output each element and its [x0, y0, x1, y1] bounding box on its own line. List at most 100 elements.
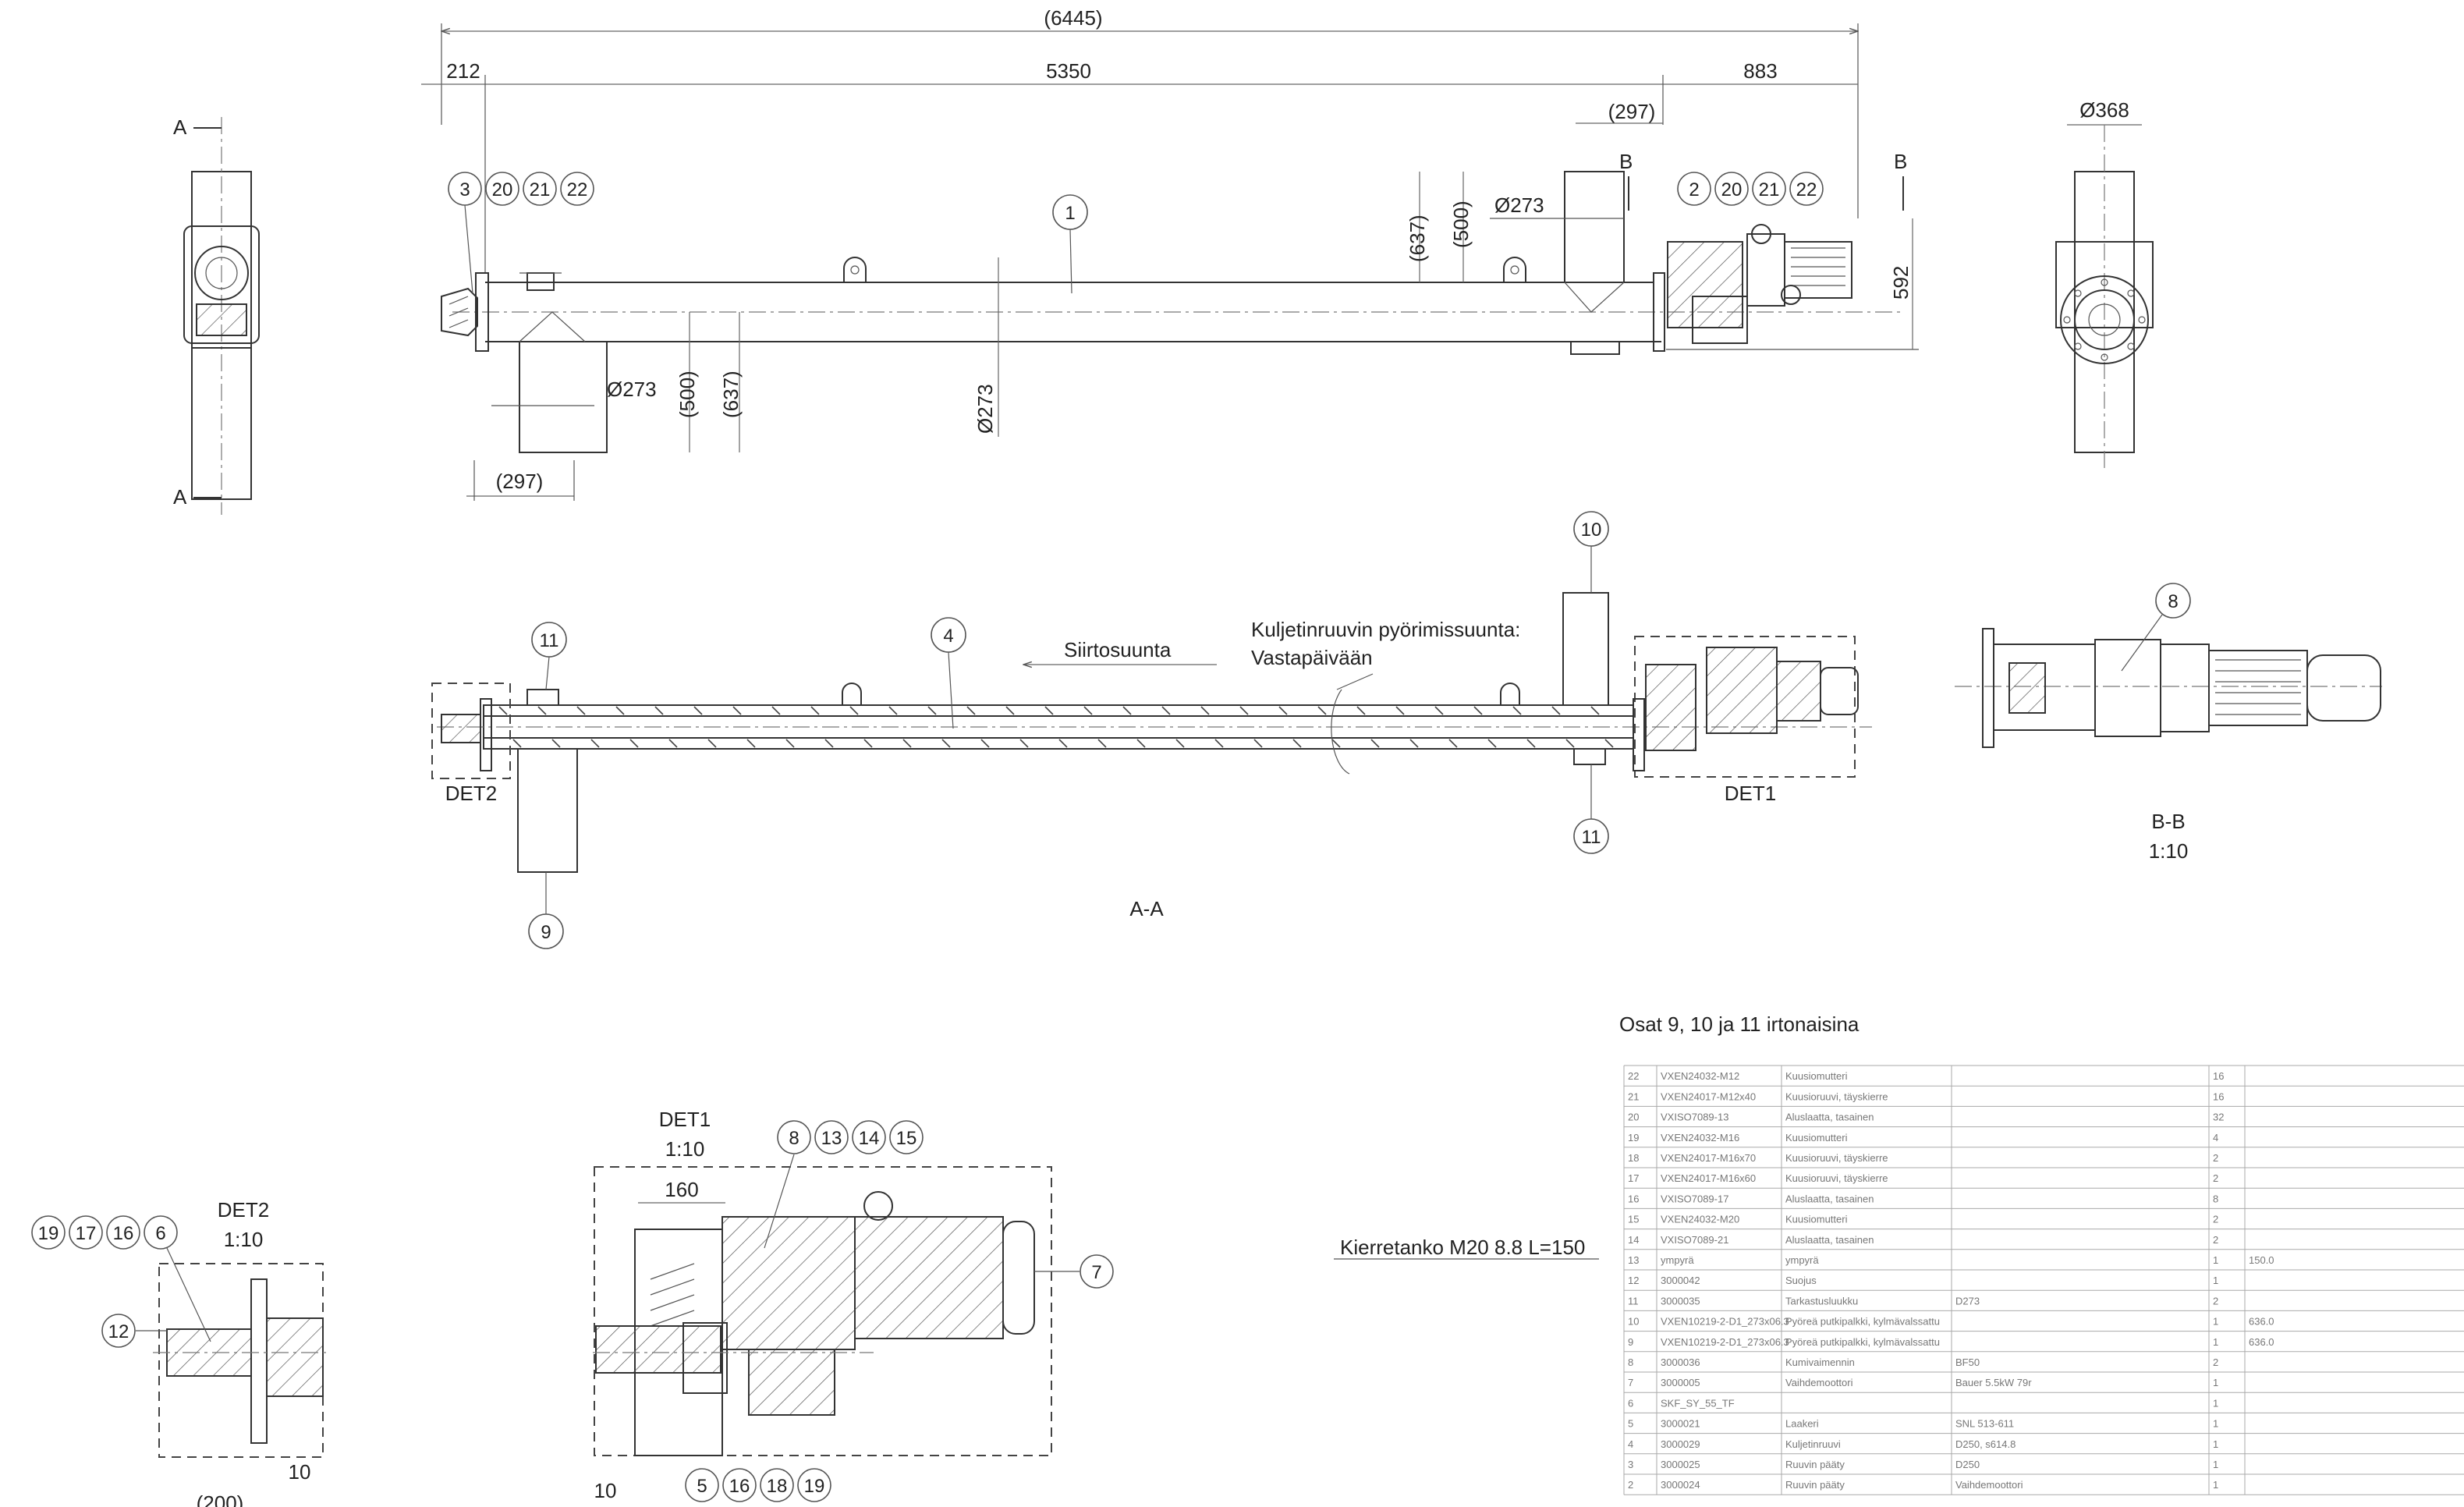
- bom-cell-code: 3000029: [1661, 1438, 1700, 1450]
- screw-flight-lower: [1370, 739, 1380, 748]
- bom-cell-desc: Pyöreä putkipalkki, kylmävalssattu: [1785, 1316, 1940, 1328]
- bom-cell-code: 3000024: [1661, 1479, 1700, 1491]
- bom-cell-qty: 1: [2213, 1336, 2218, 1348]
- bom-cell-qty: 1: [2213, 1459, 2218, 1470]
- dim-left-end: 212: [446, 59, 480, 83]
- screw-flight-upper: [1395, 706, 1405, 715]
- screw-flight-upper: [966, 706, 976, 715]
- bom-cell-spec: Vaihdemoottori: [1955, 1479, 2023, 1491]
- screw-flight-lower: [1292, 739, 1302, 748]
- balloon-det1-16: 16: [729, 1476, 750, 1497]
- screw-flight-lower: [1526, 739, 1536, 748]
- bom-cell-no: 9: [1628, 1336, 1633, 1348]
- section-a-a-view: DET2 DET1 A-A Siirtosuunta Kuljetinruuvi…: [431, 592, 1872, 920]
- screw-flight-lower: [1019, 739, 1029, 748]
- bom-cell-code: 3000036: [1661, 1356, 1700, 1368]
- bom-cell-qty: 16: [2213, 1090, 2224, 1102]
- screw-flight-lower: [1487, 739, 1497, 748]
- dim-inlet-offset: (297): [496, 470, 544, 493]
- bom-cell-spec: Bauer 5.5kW 79r: [1955, 1377, 2032, 1388]
- side-elevation-view: (6445) 212 5350 883 Ø273 (500) (637) (29…: [421, 6, 1919, 501]
- balloon-8-bb: 8: [2168, 591, 2178, 612]
- bom-cell-qty: 1: [2213, 1397, 2218, 1409]
- screw-flight-upper: [1278, 706, 1288, 715]
- screw-flight-upper: [1005, 706, 1015, 715]
- det2-ref-label: DET2: [445, 782, 497, 805]
- balloon-9: 9: [541, 922, 551, 943]
- dim-overall-length: (6445): [1044, 6, 1102, 30]
- section-marker-a-bottom: A: [173, 485, 187, 509]
- bom-cell-desc: Pyöreä putkipalkki, kylmävalssattu: [1785, 1336, 1940, 1348]
- balloon-det1-15: 15: [896, 1128, 917, 1149]
- screw-flight-lower: [590, 739, 600, 748]
- dim-det2-10: 10: [289, 1460, 311, 1484]
- screw-flight-lower: [707, 739, 717, 748]
- bom-cell-qty: 8: [2213, 1193, 2218, 1204]
- screw-flight-upper: [576, 706, 586, 715]
- balloon-det1-14: 14: [859, 1128, 880, 1149]
- bom-cell-no: 19: [1628, 1132, 1639, 1144]
- bom-cell-no: 18: [1628, 1152, 1639, 1164]
- bom-cell-no: 2: [1628, 1479, 1633, 1491]
- screw-flight-upper: [1551, 706, 1561, 715]
- bom-cell-code: VXEN24032-M12: [1661, 1070, 1739, 1082]
- bom-cell-qty: 1: [2213, 1377, 2218, 1388]
- bom-cell-no: 7: [1628, 1377, 1633, 1388]
- bom-cell-code: VXEN24017-M12x40: [1661, 1090, 1756, 1102]
- balloon-det2-19: 19: [38, 1223, 59, 1244]
- bom-cell-spec: D250: [1955, 1459, 1980, 1470]
- screw-flight-upper: [1434, 706, 1444, 715]
- dim-outlet-h637: (637): [1406, 215, 1429, 262]
- bom-cell-no: 20: [1628, 1112, 1639, 1123]
- bom-cell-desc: Tarkastusluukku: [1785, 1295, 1858, 1307]
- det1-ref-label: DET1: [1725, 782, 1776, 805]
- bom-cell-code: VXISO7089-21: [1661, 1234, 1728, 1246]
- screw-flight-lower: [1448, 739, 1458, 748]
- balloon-1-label: 1: [1065, 203, 1075, 224]
- balloon-10: 10: [1581, 519, 1602, 541]
- screw-flight-lower: [1214, 739, 1224, 748]
- bom-cell-desc: Kuusioruuvi, täyskierre: [1785, 1090, 1888, 1102]
- screw-flight-lower: [1175, 739, 1185, 748]
- bom-cell-no: 21: [1628, 1090, 1639, 1102]
- screw-flight-lower: [512, 739, 522, 748]
- bom-cell-desc: Aluslaatta, tasainen: [1785, 1112, 1874, 1123]
- bom-row: 21 VXEN24017-M12x40 Kuusioruuvi, täyskierr…: [1624, 1090, 2464, 1107]
- balloon-det1-8: 8: [789, 1128, 799, 1149]
- dim-right-end: 883: [1743, 59, 1777, 83]
- bom-cell-code: VXEN24017-M16x60: [1661, 1172, 1756, 1184]
- rotation-direction-line2: Vastapäivään: [1251, 646, 1373, 669]
- section-a-a-label: A-A: [1129, 897, 1164, 920]
- dim-inlet-h637: (637): [719, 371, 743, 418]
- bom-cell-spec: BF50: [1955, 1356, 1980, 1368]
- balloon-22-r: 22: [1796, 179, 1817, 200]
- bom-cell-note: 636.0: [2249, 1316, 2274, 1328]
- bom-cell-qty: 2: [2213, 1152, 2218, 1164]
- screw-flight-upper: [1083, 706, 1093, 715]
- det1-scale: 1:10: [665, 1137, 705, 1161]
- bom-cell-desc: Kuusiomutteri: [1785, 1214, 1848, 1225]
- bom-cell-code: VXISO7089-17: [1661, 1193, 1728, 1204]
- det2-scale: 1:10: [224, 1228, 264, 1251]
- balloons-section: 11 4 10 11 9: [528, 511, 1609, 949]
- screw-flight-lower: [1253, 739, 1263, 748]
- balloon-2: 2: [1689, 179, 1699, 200]
- bom-cell-no: 6: [1628, 1397, 1633, 1409]
- bom-cell-code: VXEN10219-2-D1_273x06.3: [1661, 1336, 1789, 1348]
- screw-flight-upper: [654, 706, 664, 715]
- screw-flight-upper: [1512, 706, 1522, 715]
- balloons-top-right: 2 20 21 22: [1677, 172, 1824, 206]
- bom-cell-no: 13: [1628, 1254, 1639, 1266]
- screw-flight-upper: [888, 706, 898, 715]
- screw-flight-lower: [824, 739, 834, 748]
- screw-flight-lower: [1409, 739, 1419, 748]
- bom-cell-qty: 2: [2213, 1234, 2218, 1246]
